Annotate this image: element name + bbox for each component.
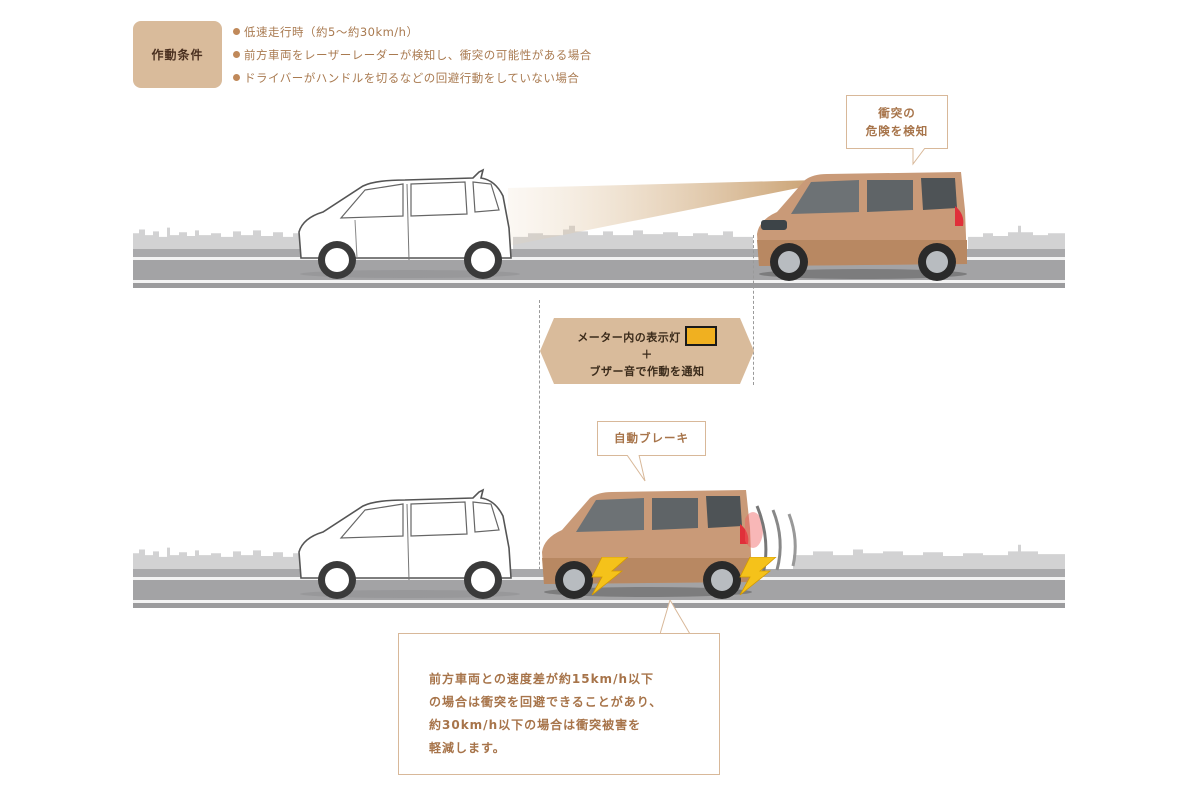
notification-banner: メーター内の表示灯 ＋ ブザー音で作動を通知: [540, 318, 754, 384]
guide-line-left: [539, 300, 540, 600]
lead-vehicle-outline: [298, 168, 520, 279]
condition-item: 前方車両をレーザーレーダーが検知し、衝突の可能性がある場合: [233, 44, 592, 67]
operating-conditions-label: 作動条件: [151, 48, 204, 62]
result-info-box: 前方車両との速度差が約15km/h以下 の場合は衝突を回避できることがあり、 約…: [398, 633, 720, 775]
city-skyline: [133, 544, 1065, 570]
bullet-icon: [233, 74, 240, 81]
callout-tail: [912, 148, 926, 166]
brake-lightning-icon: [739, 557, 777, 595]
guide-line-right: [753, 235, 754, 385]
own-vehicle-braking: [542, 490, 752, 599]
operating-conditions-list: 低速走行時（約5〜約30km/h） 前方車両をレーザーレーダーが検知し、衝突の可…: [233, 21, 592, 90]
collision-warning-lamp-icon: [684, 326, 717, 346]
condition-item: ドライバーがハンドルを切るなどの回避行動をしていない場合: [233, 67, 592, 90]
brake-lightning-icon: [591, 557, 629, 595]
bullet-icon: [233, 51, 240, 58]
laser-radar-beam: [508, 180, 818, 246]
bullet-icon: [233, 28, 240, 35]
lead-vehicle-outline: [298, 488, 520, 599]
own-vehicle-bronze: [757, 172, 967, 281]
operating-conditions-badge: 作動条件: [133, 21, 222, 88]
condition-item: 低速走行時（約5〜約30km/h）: [233, 21, 592, 44]
city-skyline: [133, 225, 1065, 250]
auto-brake-callout: 自動ブレーキ: [597, 421, 706, 456]
info-callout-tail: [660, 600, 691, 635]
danger-detected-callout: 衝突の 危険を検知: [846, 95, 948, 149]
callout-tail: [627, 455, 646, 482]
